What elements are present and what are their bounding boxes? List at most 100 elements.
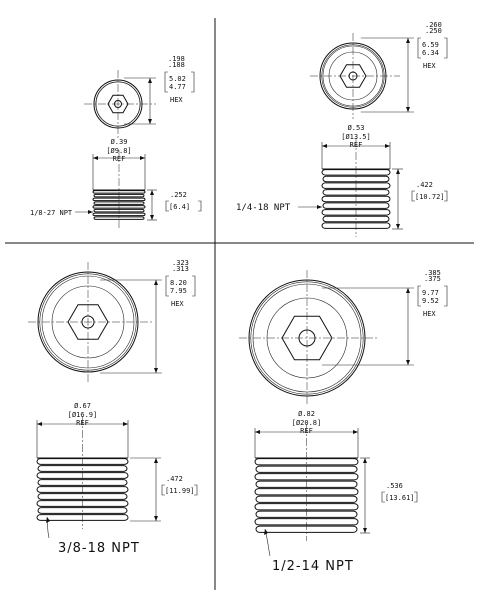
arrow-up-icon	[148, 78, 152, 83]
thread-callout: 1/2-14 NPT	[264, 528, 354, 574]
bracket-right	[414, 491, 418, 503]
arrow-down-icon	[396, 224, 400, 229]
len-inch: .252	[170, 191, 187, 199]
arrow-right-icon	[385, 144, 390, 148]
thread-ridge	[93, 201, 145, 205]
dia-mm: [Ø16.9]	[68, 411, 98, 419]
bracket-left	[381, 491, 385, 503]
plug-p18: .198.1885.024.77HEXØ.39[Ø9.8]REF.252[6.4…	[30, 55, 202, 228]
leader-arrow-icon	[88, 210, 93, 214]
dia-note: REF	[300, 427, 313, 435]
arrow-right-icon	[353, 430, 358, 434]
dia-note: REF	[350, 141, 363, 149]
hex-upper-mm: 6.59	[422, 41, 439, 49]
hex-lower-inch: .188	[168, 61, 185, 69]
hex-lower-mm: 7.95	[170, 287, 187, 295]
diameter-dimension: Ø.67[Ø16.9]REF	[36, 402, 129, 458]
leader-arrow-icon	[317, 205, 322, 209]
arrow-up-icon	[406, 288, 410, 293]
bracket-left	[164, 71, 168, 93]
thread-label: 1/4-18 NPT	[236, 203, 291, 213]
len-mm: [10.72]	[415, 193, 445, 201]
dia-inch: Ø.67	[74, 402, 91, 410]
bracket-left	[161, 484, 165, 496]
top-view	[28, 262, 152, 382]
arrow-right-icon	[123, 422, 128, 426]
len-mm: [6.4]	[169, 203, 190, 211]
arrow-down-icon	[148, 119, 152, 124]
hex-lower-mm: 9.52	[422, 297, 439, 305]
arrow-down-icon	[154, 516, 158, 521]
length-dimension: .422 [10.72]	[392, 168, 448, 230]
plug-p38: .323.3138.207.95HEXØ.67[Ø16.9]REF.472[11…	[28, 259, 198, 556]
hex-upper-mm: 5.02	[169, 75, 186, 83]
hex-note: HEX	[423, 310, 436, 318]
arrow-left-icon	[93, 156, 98, 160]
bracket-left	[165, 275, 169, 297]
thread-callout: 3/8-18 NPT	[46, 516, 140, 556]
leader-arrow-icon	[46, 517, 50, 523]
thread-label: 3/8-18 NPT	[58, 541, 140, 556]
arrow-left-icon	[255, 430, 260, 434]
arrow-up-icon	[154, 458, 158, 463]
arrow-up-icon	[150, 190, 154, 195]
length-dimension: .472[11.99]	[130, 457, 198, 522]
bracket-left	[417, 37, 421, 59]
top-view	[239, 270, 379, 406]
hex-lower-inch: .250	[425, 27, 442, 35]
side-view	[92, 150, 146, 228]
bracket-right	[191, 71, 195, 93]
dia-note: REF	[113, 155, 126, 163]
hex-note: HEX	[171, 300, 184, 308]
arrow-down-icon	[150, 215, 154, 220]
hex-note: HEX	[423, 62, 436, 70]
length-dimension: .536 [13.61]	[360, 457, 418, 534]
hex-lower-inch: .375	[424, 275, 441, 283]
side-view	[321, 138, 391, 237]
arrow-left-icon	[322, 144, 327, 148]
arrow-up-icon	[154, 280, 158, 285]
thread-ridge	[322, 215, 390, 223]
hex-upper-inch: .260	[425, 21, 442, 29]
bracket-right	[444, 285, 448, 307]
len-mm: [13.61]	[385, 494, 415, 502]
arrow-down-icon	[154, 368, 158, 373]
dia-mm: [Ø13.5]	[341, 133, 371, 141]
bracket-right	[444, 190, 448, 202]
bracket-right	[198, 200, 202, 212]
hex-upper-mm: 8.20	[170, 279, 187, 287]
diameter-dimension: Ø.39[Ø9.8]REF	[92, 138, 146, 190]
arrow-up-icon	[396, 169, 400, 174]
hex-lower-inch: .313	[172, 265, 189, 273]
bracket-right	[444, 37, 448, 59]
hex-lower-mm: 6.34	[422, 49, 439, 57]
dia-mm: [Ø20.8]	[292, 419, 322, 427]
bracket-left	[417, 285, 421, 307]
arrow-left-icon	[37, 422, 42, 426]
hex-upper-mm: 9.77	[422, 289, 439, 297]
arrow-down-icon	[363, 528, 367, 533]
dia-note: REF	[76, 419, 89, 427]
bracket-right	[192, 275, 196, 297]
side-view	[36, 416, 129, 529]
dia-inch: Ø.39	[111, 138, 128, 146]
side-view	[254, 424, 359, 541]
top-view	[310, 33, 400, 119]
len-inch: .536	[386, 482, 403, 490]
arrow-down-icon	[406, 107, 410, 112]
thread-label: 1/2-14 NPT	[272, 559, 354, 574]
hex-note: HEX	[170, 96, 183, 104]
dia-inch: Ø.82	[298, 410, 315, 418]
hex-upper-inch: .198	[168, 55, 185, 63]
dia-inch: Ø.53	[348, 124, 365, 132]
bracket-left	[165, 200, 169, 212]
diameter-dimension: Ø.53[Ø13.5]REF	[321, 124, 391, 169]
len-inch: .422	[416, 181, 433, 189]
hex-upper-inch: .385	[424, 269, 441, 277]
